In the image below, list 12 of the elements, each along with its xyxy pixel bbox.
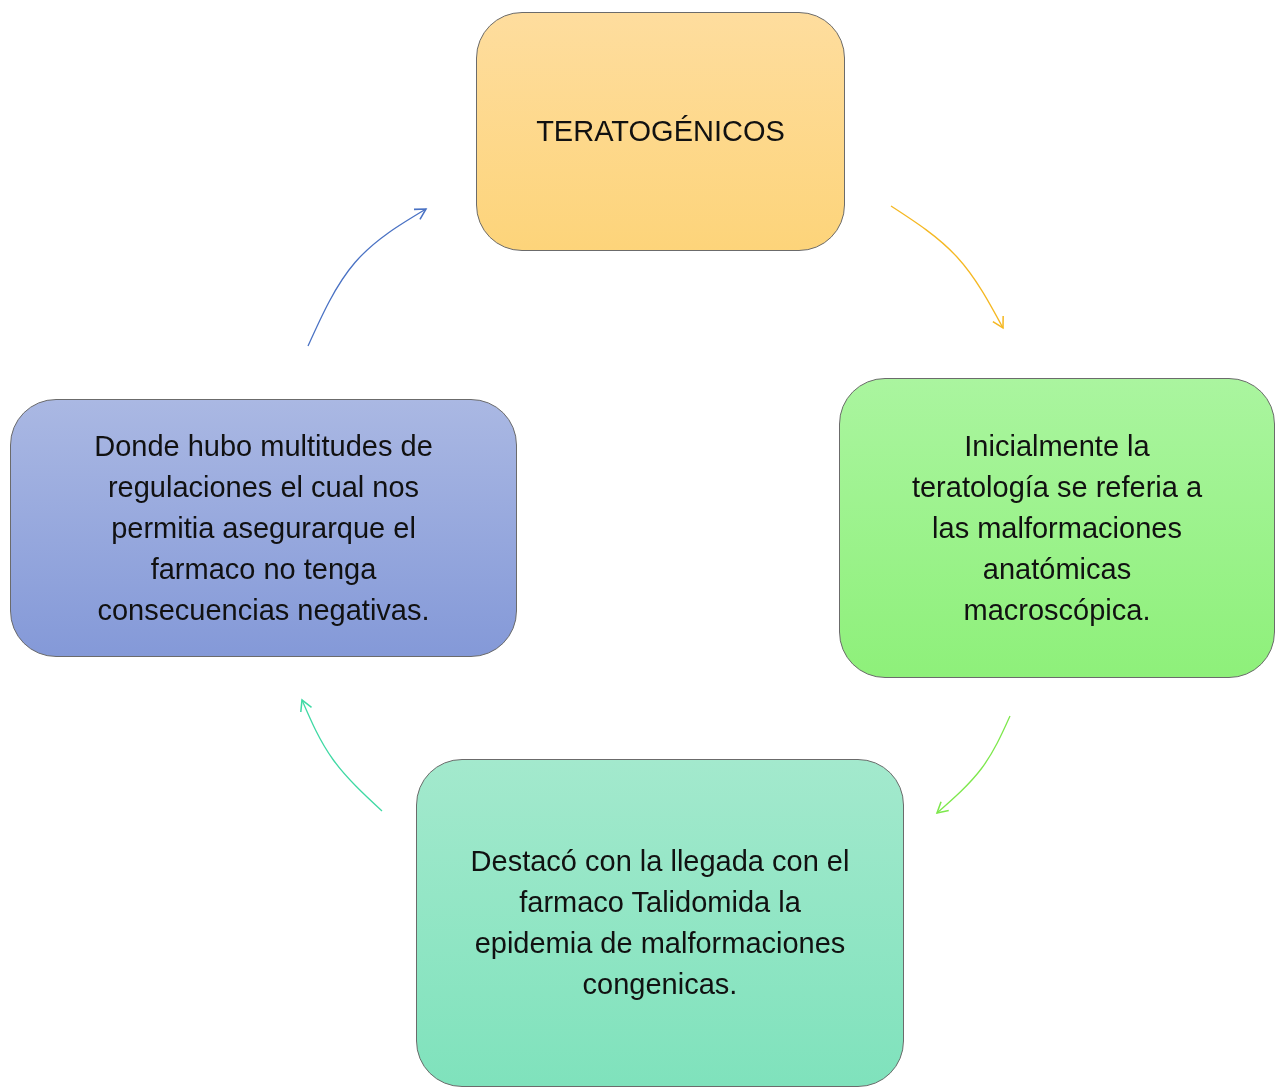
process-box	[10, 399, 517, 657]
process-box	[476, 12, 845, 251]
box-text: Donde hubo multitudes de regulaciones el cual nos permitia asegurarque el farmaco no tenga consecuencias negativas.	[93, 428, 434, 628]
curved-arrow	[890, 205, 1004, 329]
curved-arrow	[307, 208, 427, 347]
box-text: Inicialmente la teratología se referia a las malformaciones anatómicas macroscópica.	[910, 428, 1204, 628]
curved-arrow	[936, 715, 1011, 814]
process-box	[839, 378, 1275, 678]
box-text: TERATOGÉNICOS	[536, 114, 785, 149]
process-box	[416, 759, 904, 1087]
box-text: Destacó con la llegada con el farmaco Talidomida la epidemia de malformaciones congenicas.	[469, 844, 851, 1002]
curved-arrow	[300, 699, 383, 812]
